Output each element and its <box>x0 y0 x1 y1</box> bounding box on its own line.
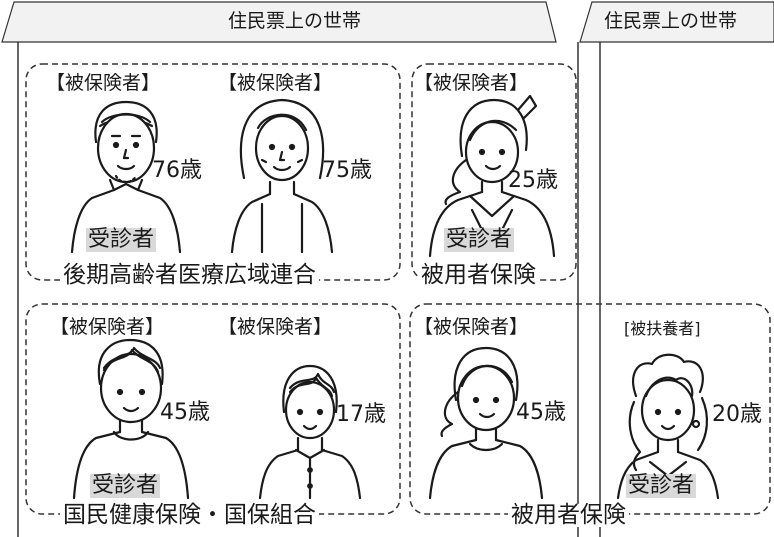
elderly-woman-icon <box>230 98 334 254</box>
elderly-man-icon <box>70 100 182 254</box>
role-label-person-6: 【被保険者】 <box>414 316 529 338</box>
role-label-person-2: 【被保険者】 <box>218 72 333 94</box>
role-label-person-4: 【被保険者】 <box>50 316 165 338</box>
role-label-person-5: 【被保険者】 <box>218 316 333 338</box>
age-person-2: 75歳 <box>322 158 372 183</box>
role-label-person-7: [被扶養者] <box>624 319 701 338</box>
patient-label-person-7: 受診者 <box>626 473 697 498</box>
group-label-employee-bottom: 被用者保険 <box>508 504 629 527</box>
age-person-1: 76歳 <box>152 158 202 183</box>
young-woman-icon <box>428 94 556 258</box>
household-title-2: 住民票上の世帯 <box>604 10 738 32</box>
patient-label-person-3: 受診者 <box>444 227 515 252</box>
role-label-person-3: 【被保険者】 <box>414 72 529 94</box>
patient-label-person-1: 受診者 <box>86 227 157 252</box>
household-header-2 <box>579 1 774 43</box>
age-person-3: 25歳 <box>508 168 558 193</box>
group-box-latter-elderly <box>25 63 401 281</box>
student-icon <box>258 364 362 500</box>
age-person-4: 45歳 <box>160 400 210 425</box>
group-box-employee-bottom <box>409 303 771 515</box>
role-label-person-1: 【被保険者】 <box>46 72 161 94</box>
woman-icon <box>428 346 544 500</box>
household-header-1 <box>1 1 557 43</box>
group-label-national: 国民健康保険・国保組合 <box>60 504 319 527</box>
group-label-latter-elderly: 後期高齢者医療広域連合 <box>60 264 319 287</box>
group-label-employee-top: 被用者保険 <box>418 264 539 287</box>
man-icon <box>72 338 190 500</box>
age-person-7: 20歳 <box>712 402 762 427</box>
patient-label-person-4: 受診者 <box>90 473 161 498</box>
age-person-6: 45歳 <box>516 400 566 425</box>
household-title-1: 住民票上の世帯 <box>228 10 362 32</box>
age-person-5: 17歳 <box>336 402 386 427</box>
young-woman-curly-icon <box>616 353 720 500</box>
